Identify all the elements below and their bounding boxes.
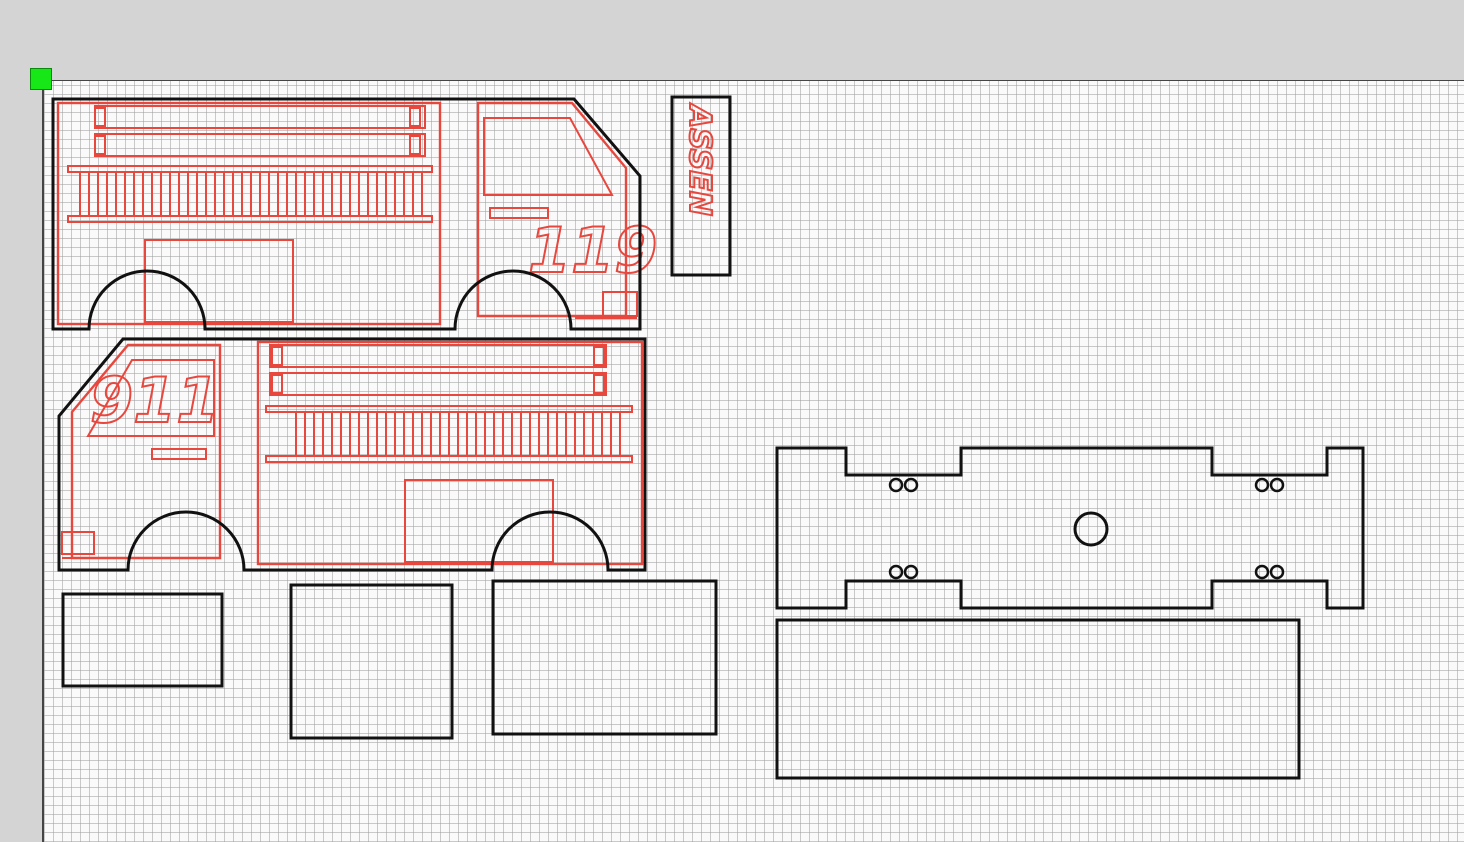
chassis-outline xyxy=(775,446,1365,610)
truck-number-right: 119 xyxy=(528,214,657,287)
chassis-center-hole xyxy=(1073,511,1109,547)
panel-piece-medium[interactable] xyxy=(289,583,454,740)
truck-right-outline xyxy=(51,97,642,331)
roof-panel-piece[interactable] xyxy=(775,618,1301,780)
plate-outline xyxy=(670,95,732,277)
truck-number-left: 911 xyxy=(90,364,219,437)
axle-holes xyxy=(888,477,1285,580)
truck-right-body-etching: 119 xyxy=(56,101,658,326)
chassis-base-plate[interactable] xyxy=(775,446,1365,610)
plate-text: ASSEN xyxy=(682,103,717,216)
ladder-rungs-bottom xyxy=(295,412,621,456)
panel-piece-small[interactable] xyxy=(61,592,224,688)
ladder-rungs-top xyxy=(79,172,423,216)
origin-marker[interactable] xyxy=(30,68,52,90)
license-plate-piece[interactable]: ASSEN xyxy=(670,95,732,277)
panel-piece-large[interactable] xyxy=(491,579,718,736)
truck-left-outline xyxy=(57,337,647,572)
truck-left-body-etching: 911 xyxy=(61,340,644,566)
grid-canvas[interactable] xyxy=(42,80,1464,842)
truck-side-panel-left[interactable]: 911 xyxy=(57,337,647,572)
truck-side-panel-right[interactable]: 119 xyxy=(51,97,658,331)
